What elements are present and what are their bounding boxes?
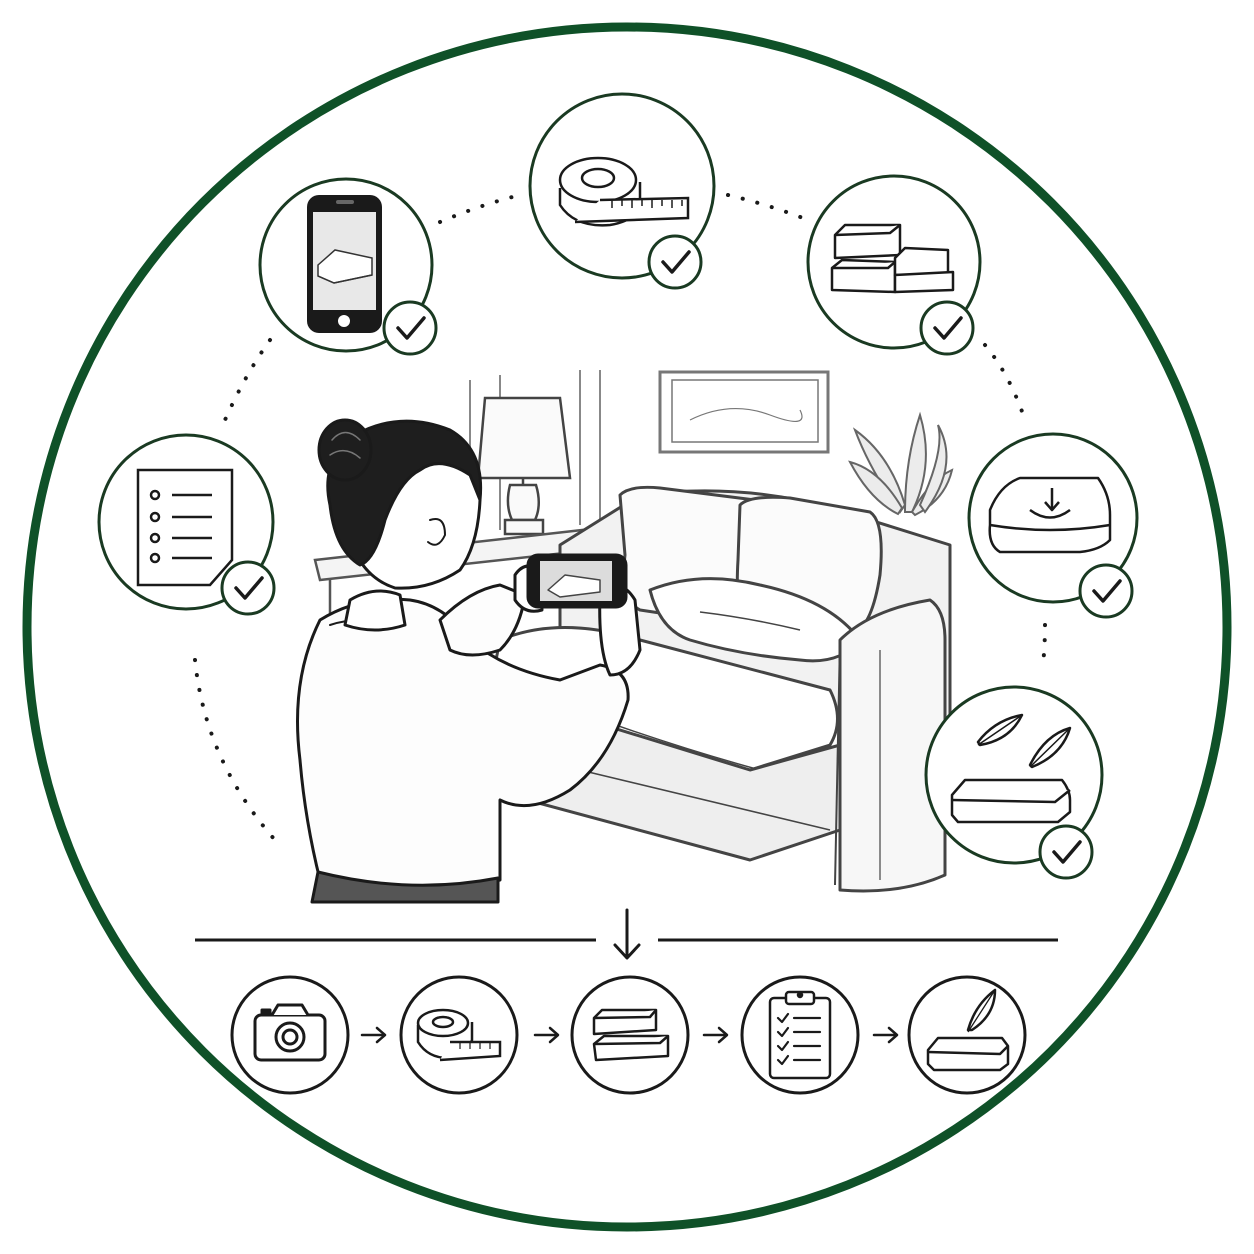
- feather-cushion-icon: [950, 713, 1072, 824]
- smartphone-photo-icon: [307, 195, 382, 333]
- flow-measure[interactable]: [399, 975, 519, 1095]
- checklist-step[interactable]: [97, 433, 276, 616]
- checklist-icon: [136, 468, 234, 587]
- woman-figure: [296, 418, 642, 904]
- flow-finish[interactable]: [907, 975, 1027, 1095]
- arrow-right-icon: [360, 1026, 387, 1044]
- fill-step[interactable]: [924, 685, 1104, 880]
- check-badge: [647, 234, 703, 290]
- outer-frame-ring: [22, 22, 1232, 1232]
- potted-plant: [848, 411, 954, 517]
- photo-step[interactable]: [258, 177, 438, 356]
- firmness-step[interactable]: [967, 432, 1139, 619]
- tape-measure-icon: [558, 156, 690, 227]
- table-lamp: [476, 396, 572, 536]
- flow-foam[interactable]: [570, 975, 690, 1095]
- orbit-connectors: [193, 193, 1047, 842]
- cushion-press-icon: [988, 476, 1112, 554]
- check-badge: [382, 300, 438, 356]
- arrow-right-icon: [872, 1026, 899, 1044]
- foam-stack-step[interactable]: [806, 174, 982, 356]
- check-badge: [1078, 563, 1134, 619]
- check-badge: [919, 300, 975, 356]
- sofa: [488, 485, 952, 893]
- arrow-down-icon: [613, 908, 641, 960]
- wall-art-frame: [658, 370, 830, 454]
- check-badge: [220, 560, 276, 616]
- arrow-right-icon: [702, 1026, 729, 1044]
- feather-cushion-icon: [926, 988, 1010, 1072]
- flow-checklist[interactable]: [740, 975, 860, 1095]
- camera-icon: [253, 1003, 327, 1062]
- held-smartphone: [526, 553, 628, 609]
- arrow-right-icon: [533, 1026, 560, 1044]
- scene-illustration: [296, 370, 954, 904]
- clipboard-checklist-icon: [768, 990, 832, 1080]
- tape-measure-icon: [416, 1008, 502, 1062]
- check-badge: [1038, 824, 1094, 880]
- foam-blocks-icon: [592, 1008, 670, 1062]
- flow-photo[interactable]: [230, 975, 350, 1095]
- foam-blocks-icon: [830, 223, 955, 294]
- measure-step[interactable]: [528, 92, 716, 290]
